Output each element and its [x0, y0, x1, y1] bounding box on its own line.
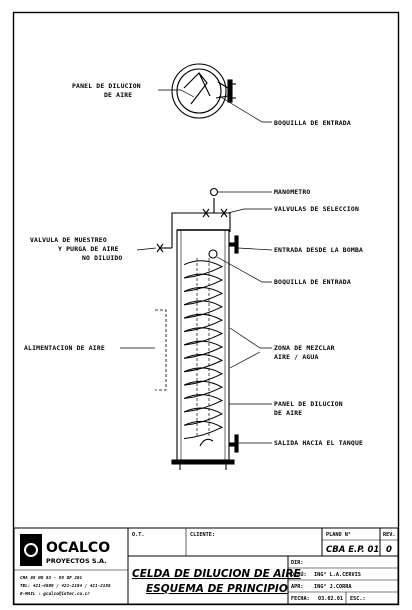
tb-plan-label: PLANO N° — [326, 532, 351, 538]
coil-loop — [183, 273, 224, 292]
inlet-nozzle — [208, 249, 218, 259]
tb-fecha-value: 03.02.01 — [318, 596, 343, 602]
logo-company-name: OCALCO — [46, 540, 110, 556]
label-panel-mid-2: DE AIRE — [274, 409, 302, 417]
outlet-pipe — [228, 442, 236, 447]
column-elevation — [155, 187, 239, 470]
labels: PANEL DE DILUCION DE AIRE BOQUILLA DE EN… — [24, 82, 363, 447]
tb-apr-label: APR: — [291, 584, 304, 590]
drawing-title-2: ESQUEMA DE PRINCIPIO — [146, 583, 288, 595]
title-block — [13, 527, 399, 605]
label-valvulas: VALVULAS DE SELECCION — [274, 205, 359, 213]
tb-plan-number: CBA E.P. 01 — [326, 545, 379, 555]
label-muestreo-3: NO DILUIDO — [82, 254, 122, 262]
top-view-nozzle — [215, 81, 229, 99]
leader-boquilla-top — [218, 95, 272, 123]
manometer-gauge — [209, 187, 219, 197]
leader-zona-a — [229, 327, 272, 349]
label-panel-top: PANEL DE DILUCION — [72, 82, 141, 90]
company-address-2: TEL: 421-4589 / 421-2154 / 421-2158 — [20, 583, 111, 589]
leader-muestreo — [136, 247, 157, 251]
tb-rev-label: REV. — [383, 532, 396, 538]
inlet-pipe — [228, 242, 236, 247]
drawing-title-1: CELDA DE DILUCION DE AIRE — [132, 568, 302, 580]
top-view-outer-circle — [171, 63, 227, 119]
tb-apr-value: ING° J.CORRA — [314, 584, 352, 590]
selection-valve-2 — [220, 208, 228, 218]
tb-dib-label: DIBÚ: — [291, 571, 307, 578]
inlet-flange — [234, 235, 239, 254]
coil-loop — [183, 380, 224, 400]
label-muestreo-1: VALVULA DE MUESTREO — [30, 236, 107, 244]
coil-loop — [183, 327, 224, 346]
coil-loop — [183, 340, 224, 359]
label-panel-top-2: DE AIRE — [104, 91, 132, 99]
air-feed-bracket — [155, 309, 167, 391]
tb-ot-label: O.T. — [132, 532, 145, 538]
top-view-flange — [227, 79, 233, 103]
label-zona-2: AIRE / AGUA — [274, 353, 319, 361]
coil-loop — [183, 394, 224, 413]
leader-zona-b — [229, 351, 261, 369]
outlet-elbow — [199, 438, 214, 447]
label-zona-1: ZONA DE MEZCLAR — [274, 344, 335, 352]
top-view-panel — [183, 72, 208, 105]
coil-loop — [183, 367, 224, 386]
coil-loop — [183, 287, 224, 306]
label-alimentacion: ALIMENTACION DE AIRE — [24, 344, 105, 352]
title-block-frame — [13, 527, 399, 605]
coil-loop — [183, 300, 224, 319]
company-email: E-MAIL : gcalco@inter.co.cr — [20, 591, 90, 597]
tb-rev-number: 0 — [386, 545, 392, 555]
coil-loop — [183, 420, 224, 440]
top-piping — [171, 212, 231, 248]
sampling-valve — [156, 243, 164, 253]
tb-dib-value: ING° L.A.CERVIS — [314, 572, 361, 578]
label-panel-mid-1: PANEL DE DILUCION — [274, 400, 343, 408]
label-muestreo-2: Y PURGA DE AIRE — [58, 245, 119, 253]
selection-valve-1 — [202, 208, 210, 218]
coil-loop — [183, 354, 224, 373]
coil-loop — [183, 407, 224, 426]
label-entrada-bomba: ENTRADA DESDE LA BOMBA — [274, 246, 363, 254]
leader-lines — [120, 89, 273, 444]
coil-loop — [183, 313, 224, 333]
top-view-inner-circle — [176, 68, 222, 114]
leader-boquilla-mid — [216, 256, 272, 283]
mixing-coil — [183, 260, 224, 440]
leader-valvulas — [227, 208, 272, 214]
tb-client-label: CLIENTE: — [190, 532, 215, 538]
label-boquilla-mid: BOQUILLA DE ENTRADA — [274, 278, 351, 286]
tb-dir-label: DIR: — [291, 560, 304, 566]
label-manometro: MANOMETRO — [274, 188, 310, 196]
column-base — [171, 459, 235, 465]
label-boquilla-top: BOQUILLA DE ENTRADA — [274, 119, 351, 127]
leader-panel-top — [158, 89, 195, 98]
logo-mark — [20, 534, 42, 566]
logo-mark-ring — [24, 543, 39, 557]
coil-loop — [183, 260, 224, 279]
company-address-1: CRA 85 NO 53 - 56 OF 201 — [20, 575, 82, 581]
logo-company-sub: PROYECTOS S.A. — [46, 557, 107, 565]
top-view — [171, 63, 236, 119]
company-logo: OCALCO PROYECTOS S.A. — [20, 534, 110, 566]
tb-esc-label: ESC.: — [350, 596, 366, 602]
leader-entrada-bomba — [237, 247, 273, 251]
tb-fecha-label: FECHA: — [291, 596, 310, 602]
top-view-panel-b — [198, 72, 211, 97]
label-salida: SALIDA HACIA EL TANQUE — [274, 439, 363, 447]
sheet-border — [12, 11, 400, 606]
outlet-flange — [234, 434, 239, 453]
